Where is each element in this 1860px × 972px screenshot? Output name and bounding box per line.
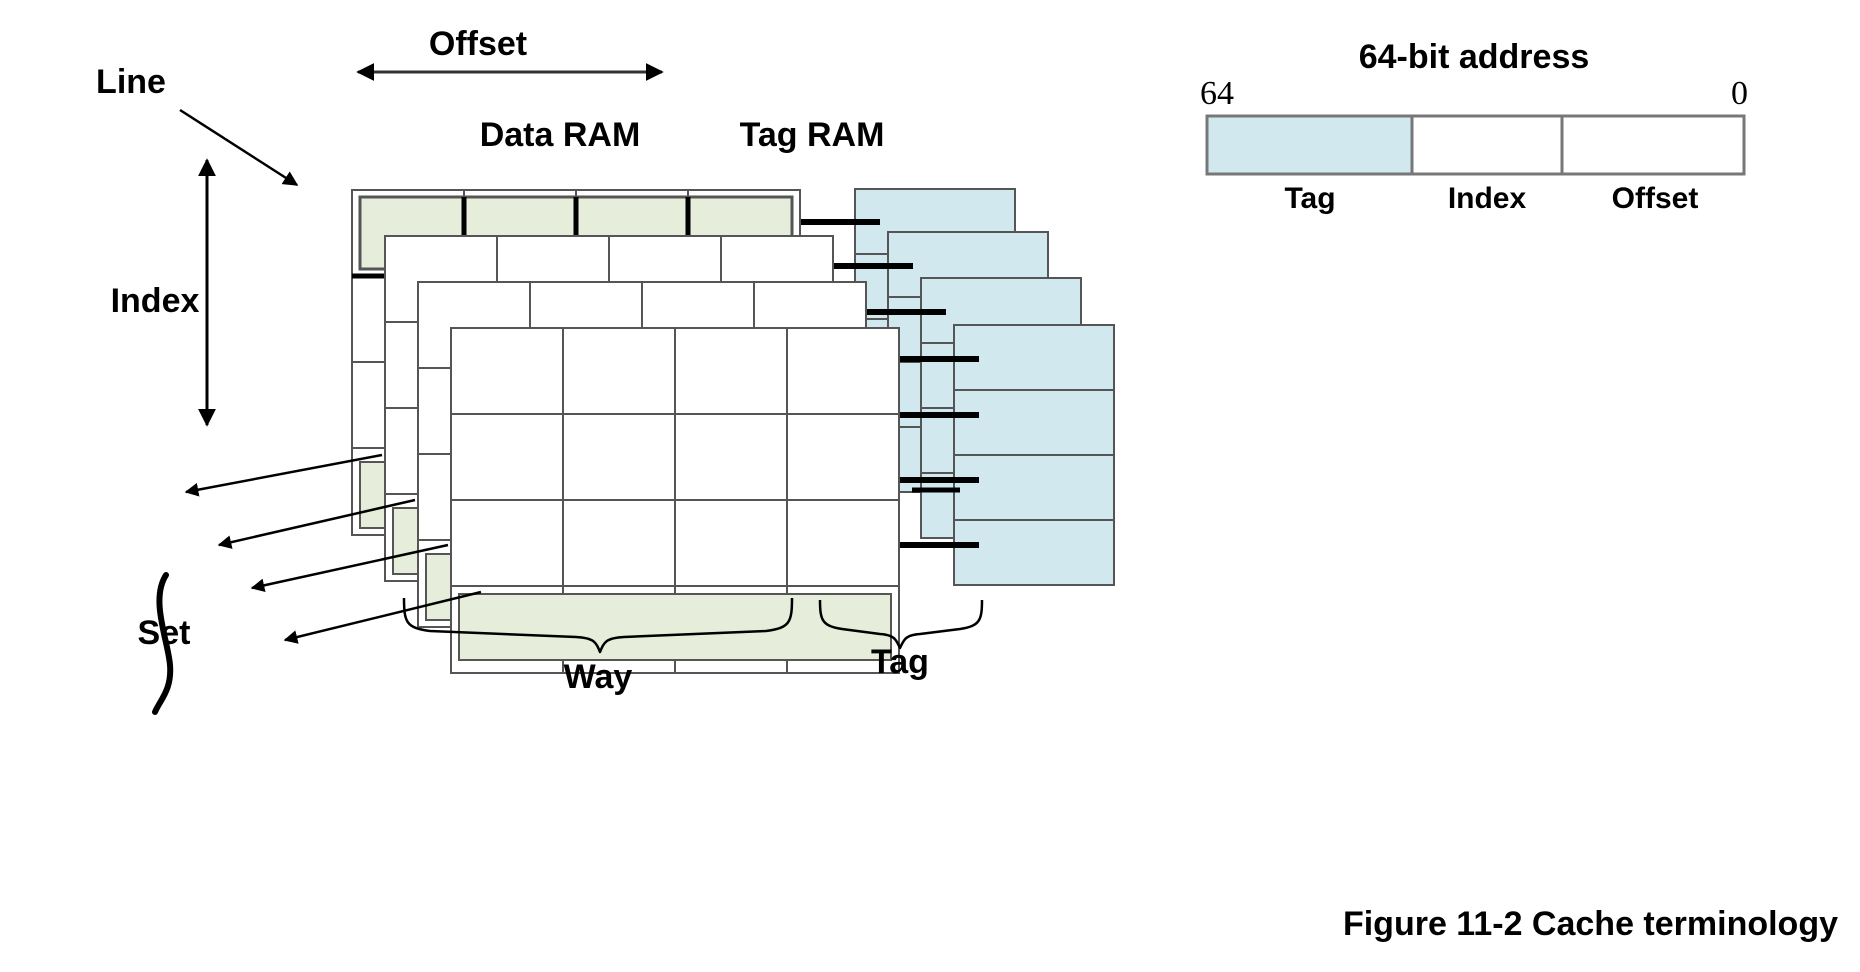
tag-ram-title: Tag RAM xyxy=(740,116,885,154)
address-field-label-tag: Tag xyxy=(1284,182,1335,215)
way-label: Way xyxy=(564,658,633,696)
address-diagram: 64-bit address 64 0 Tag Index Offset xyxy=(1200,38,1748,215)
tag-brace-label: Tag xyxy=(871,643,929,681)
offset-label: Offset xyxy=(429,25,527,63)
address-msb-label: 64 xyxy=(1200,75,1234,112)
line-label: Line xyxy=(96,63,166,101)
way-brace xyxy=(402,597,794,654)
address-field-label-offset: Offset xyxy=(1612,182,1699,215)
data-ram-title: Data RAM xyxy=(480,116,641,154)
tag-brace xyxy=(818,599,984,650)
address-field-tag[interactable] xyxy=(1205,114,1414,176)
tag-ram-stack xyxy=(854,188,1115,586)
address-field-index[interactable] xyxy=(1410,114,1564,176)
data-ram-layer-4 xyxy=(450,327,900,674)
set-label: Set xyxy=(138,614,191,652)
set-brace-arrows xyxy=(152,453,482,715)
address-field-label-index: Index xyxy=(1448,182,1527,215)
address-title: 64-bit address xyxy=(1359,38,1590,76)
figure-caption: Figure 11-2 Cache terminology xyxy=(1343,905,1838,943)
index-label: Index xyxy=(111,282,200,320)
address-lsb-label: 0 xyxy=(1731,75,1748,112)
line-pointer-arrow xyxy=(179,108,299,187)
address-field-offset[interactable] xyxy=(1560,114,1746,176)
data-ram-stack xyxy=(351,189,900,674)
ram-connectors xyxy=(800,219,979,548)
tag-ram-layer-4 xyxy=(953,324,1115,586)
